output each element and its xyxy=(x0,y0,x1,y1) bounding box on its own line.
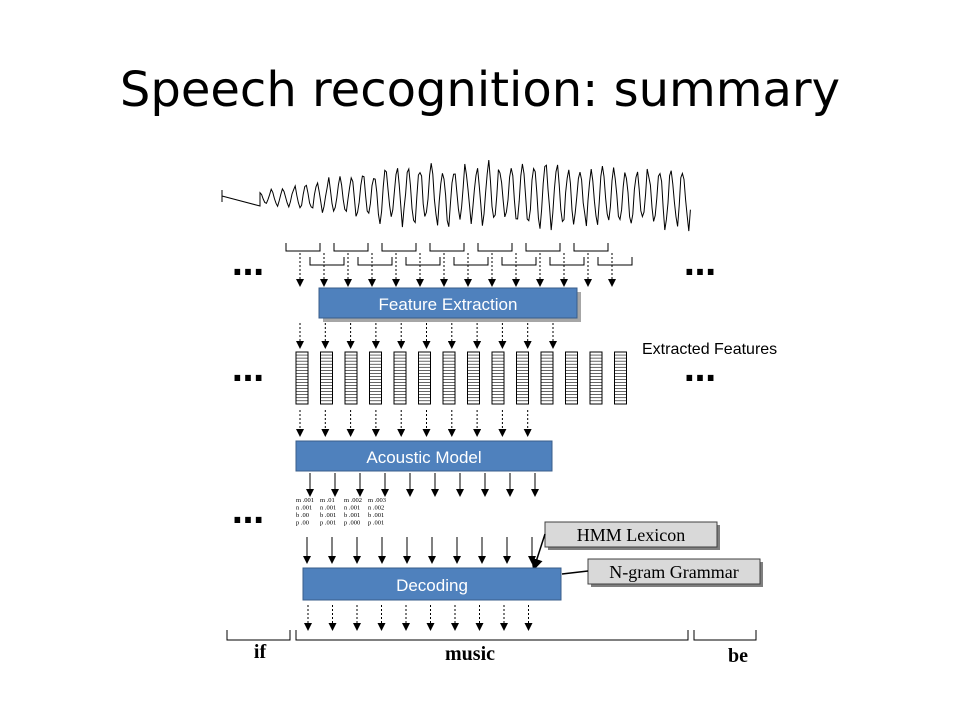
ngram-grammar-box xyxy=(587,558,761,585)
probability-entry: b .001 xyxy=(320,512,336,519)
arrows-to-acoustic-model xyxy=(296,410,532,437)
ellipsis-left-1: … xyxy=(232,245,264,283)
word-bracket-music xyxy=(295,630,689,641)
arrows-to-features xyxy=(296,323,557,349)
acoustic-model-stage: Acoustic Model xyxy=(295,440,553,472)
frame-bracket-bottom xyxy=(597,257,633,266)
arrows-to-words xyxy=(304,605,533,631)
feature-vector xyxy=(467,351,480,405)
feature-vector xyxy=(565,351,578,405)
probability-entry: p .000 xyxy=(344,520,360,527)
feature-extraction-stage: Feature Extraction xyxy=(318,287,581,322)
frame-bracket-top xyxy=(285,243,321,252)
acoustic-model-label: Acoustic Model xyxy=(366,448,481,467)
probability-entry: m .002 xyxy=(344,497,362,504)
feature-vector xyxy=(418,351,431,405)
feature-vector xyxy=(589,351,603,405)
ellipsis-right-2: … xyxy=(684,351,716,389)
probability-entry: p .001 xyxy=(320,520,336,527)
ellipsis-right-1: … xyxy=(684,245,716,283)
probability-entry: m .001 xyxy=(296,497,314,504)
frame-bracket-top xyxy=(573,243,609,252)
frame-bracket-bottom xyxy=(549,257,585,266)
feature-vector xyxy=(393,351,407,405)
probability-entry: n .001 xyxy=(344,505,360,512)
word-bracket-be xyxy=(693,630,757,641)
acoustic-model-box xyxy=(295,440,553,472)
lexicon-connector xyxy=(531,533,546,571)
frame-bracket-top xyxy=(333,243,369,252)
feature-vector xyxy=(320,351,333,405)
word-bracket-if xyxy=(226,630,291,641)
decoding-stage: Decoding xyxy=(302,567,562,601)
arrows-from-acoustic-model xyxy=(306,473,539,497)
frame-bracket-bottom xyxy=(357,257,393,266)
probability-entry: m .003 xyxy=(368,497,386,504)
feature-extraction-box xyxy=(318,287,578,319)
feature-vector xyxy=(491,351,505,405)
frame-bracket-top xyxy=(381,243,417,252)
feature-vector xyxy=(344,351,358,405)
frame-bracket-bottom xyxy=(501,257,537,266)
probability-entry: n .001 xyxy=(320,505,336,512)
frame-bracket-bottom xyxy=(453,257,489,266)
decoding-label: Decoding xyxy=(396,576,468,595)
probability-entry: m .01 xyxy=(320,497,335,504)
output-word-music: music xyxy=(445,643,495,665)
feature-vector xyxy=(295,351,309,405)
frame-bracket-top xyxy=(525,243,561,252)
frame-bracket-bottom xyxy=(405,257,441,266)
frame-bracket-top xyxy=(477,243,513,252)
feature-extraction-label: Feature Extraction xyxy=(379,295,518,314)
decoding-box xyxy=(302,567,562,601)
speech-waveform xyxy=(221,160,691,232)
output-word-be: be xyxy=(728,645,748,667)
output-word-if: if xyxy=(254,641,267,663)
probability-entry: n .001 xyxy=(296,505,312,512)
feature-vectors xyxy=(295,351,627,405)
frame-bracket-bottom xyxy=(309,257,345,266)
feature-vector xyxy=(540,351,554,405)
probability-entry: n .002 xyxy=(368,505,384,512)
ngram-grammar-source: N-gram Grammar xyxy=(587,558,763,587)
probability-entry: b .001 xyxy=(368,512,384,519)
frame-bracket-top xyxy=(429,243,465,252)
hmm-lexicon-label: HMM Lexicon xyxy=(577,525,685,545)
feature-vector xyxy=(369,351,382,405)
slide-title: Speech recognition: summary xyxy=(119,62,841,118)
feature-vector xyxy=(442,351,456,405)
probability-entry: b .001 xyxy=(344,512,360,519)
ngram-grammar-label: N-gram Grammar xyxy=(609,562,738,582)
ellipsis-left-3: … xyxy=(232,493,264,531)
ellipsis-left-2: … xyxy=(232,351,264,389)
feature-vector xyxy=(516,351,529,405)
probability-entry: p .00 xyxy=(296,520,309,527)
frame-brackets xyxy=(285,243,633,287)
feature-vector xyxy=(614,351,627,405)
probability-entry: b .00 xyxy=(296,512,309,519)
hmm-lexicon-source: HMM Lexicon xyxy=(544,521,720,550)
probability-entry: p .001 xyxy=(368,520,384,527)
arrows-to-decoding xyxy=(303,537,536,564)
grammar-connector xyxy=(561,570,589,575)
extracted-features-label: Extracted Features xyxy=(642,341,777,358)
